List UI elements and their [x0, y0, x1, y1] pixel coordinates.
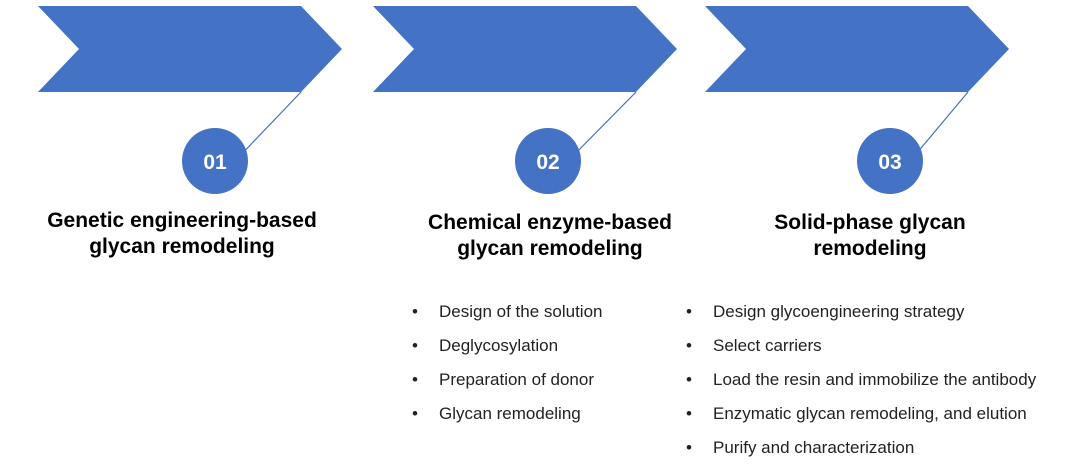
step-1-chevron-arrow: [38, 6, 342, 92]
step-2-bullet-list: Design of the solution Deglycosylation P…: [412, 302, 603, 438]
step-2-graphic: 02: [373, 6, 677, 194]
step-2-chevron-arrow: [373, 6, 677, 92]
step-3-title-line-1: Solid-phase glycan: [774, 211, 966, 234]
step-3-chevron-arrow: [705, 6, 1009, 92]
step-3-title-line-2: remodeling: [813, 237, 927, 260]
step-1-title-line-1: Genetic engineering-based: [47, 209, 317, 232]
list-item: Purify and characterization: [686, 438, 1036, 472]
list-item: Enzymatic glycan remodeling, and elution: [686, 404, 1036, 438]
list-item: Deglycosylation: [412, 336, 603, 370]
step-1-title-line-2: glycan remodeling: [89, 235, 275, 258]
step-1-number: 01: [203, 151, 227, 174]
step-3-graphic: 03: [705, 6, 1009, 194]
step-2-number-circle: [515, 128, 581, 194]
step-2-connector-line: [568, 91, 637, 161]
list-item: Glycan remodeling: [412, 404, 603, 438]
step-1-graphic: 01: [38, 6, 342, 194]
step-2-title: Chemical enzyme-based glycan remodeling: [390, 210, 710, 262]
list-item: Design of the solution: [412, 302, 603, 336]
step-3-title: Solid-phase glycan remodeling: [710, 210, 1030, 262]
step-1-connector-line: [235, 91, 302, 161]
step-3-number: 03: [878, 151, 901, 174]
step-3-number-circle: [857, 128, 923, 194]
step-2-title-line-1: Chemical enzyme-based: [428, 211, 672, 234]
step-2-number: 02: [536, 151, 559, 174]
list-item: Select carriers: [686, 336, 1036, 370]
step-2-title-line-2: glycan remodeling: [457, 237, 643, 260]
step-3-bullet-list: Design glycoengineering strategy Select …: [686, 302, 1036, 472]
list-item: Design glycoengineering strategy: [686, 302, 1036, 336]
step-1-title: Genetic engineering-based glycan remodel…: [22, 208, 342, 260]
step-1-number-circle: [182, 128, 248, 194]
list-item: Load the resin and immobilize the antibo…: [686, 370, 1036, 404]
list-item: Preparation of donor: [412, 370, 603, 404]
